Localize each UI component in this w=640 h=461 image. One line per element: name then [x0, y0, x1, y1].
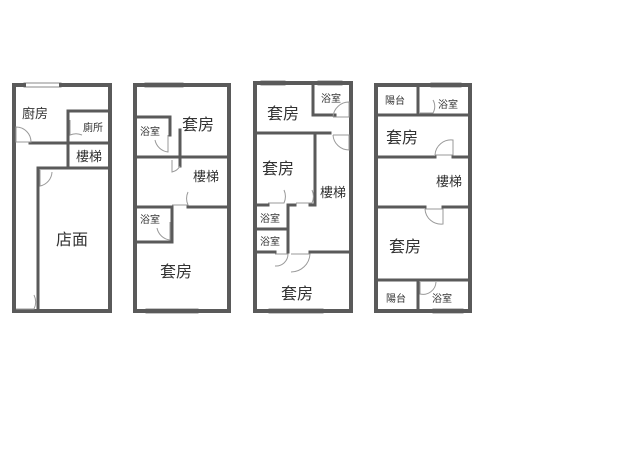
door-icon	[420, 99, 436, 114]
room-label-suite-1: 套房	[267, 104, 299, 123]
door-icon	[419, 281, 437, 295]
door-icon	[268, 189, 286, 204]
floor-4: 陽台 浴室 套房 樓梯 套房 陽台 浴室	[374, 82, 472, 314]
door-icon	[16, 294, 37, 310]
room-label-suite-2: 套房	[389, 237, 421, 256]
floor-1: 廚房 廁所 樓梯 店面	[12, 82, 112, 313]
floor-3: 套房 浴室 套房 樓梯 浴室 浴室 套房	[253, 80, 353, 314]
room-label-bath-1: 浴室	[140, 125, 160, 138]
room-label-stairs: 樓梯	[193, 170, 219, 185]
room-label-bath-1: 浴室	[321, 92, 341, 105]
floor-2: 浴室 套房 樓梯 浴室 套房	[133, 82, 231, 314]
room-label-toilet: 廁所	[83, 121, 103, 134]
room-label-suite-1: 套房	[182, 115, 214, 134]
room-label-bath-2: 浴室	[140, 213, 160, 226]
door-icon	[15, 126, 32, 143]
door-icon	[69, 120, 83, 136]
room-label-bath-2: 浴室	[260, 212, 280, 225]
door-icon	[434, 139, 454, 156]
room-label-bath-3: 浴室	[260, 235, 280, 248]
door-icon	[274, 253, 289, 267]
room-label-stairs: 樓梯	[76, 150, 102, 165]
room-label-kitchen: 廚房	[22, 106, 48, 122]
door-icon	[172, 191, 189, 206]
room-label-bath-1: 浴室	[438, 98, 458, 111]
door-icon	[39, 170, 53, 187]
door-icon	[156, 222, 171, 241]
window	[23, 82, 62, 88]
door-icon	[332, 101, 350, 118]
room-label-suite-1: 套房	[386, 128, 418, 147]
door-icon	[424, 208, 444, 225]
room-label-stairs: 樓梯	[436, 175, 462, 190]
room-label-balcony-2: 陽台	[386, 292, 406, 305]
door-icon	[171, 160, 181, 173]
room-label-stairs: 樓梯	[320, 186, 346, 201]
room-label-suite-3: 套房	[281, 284, 313, 303]
room-label-shop: 店面	[56, 230, 88, 249]
room-label-bath-2: 浴室	[432, 292, 452, 305]
door-icon	[290, 253, 311, 273]
door-icon	[154, 135, 169, 153]
room-label-suite-2: 套房	[160, 262, 192, 281]
door-icon	[332, 134, 350, 151]
room-label-balcony-1: 陽台	[385, 94, 405, 107]
door-icon	[296, 189, 314, 204]
room-label-suite-2: 套房	[262, 159, 294, 178]
